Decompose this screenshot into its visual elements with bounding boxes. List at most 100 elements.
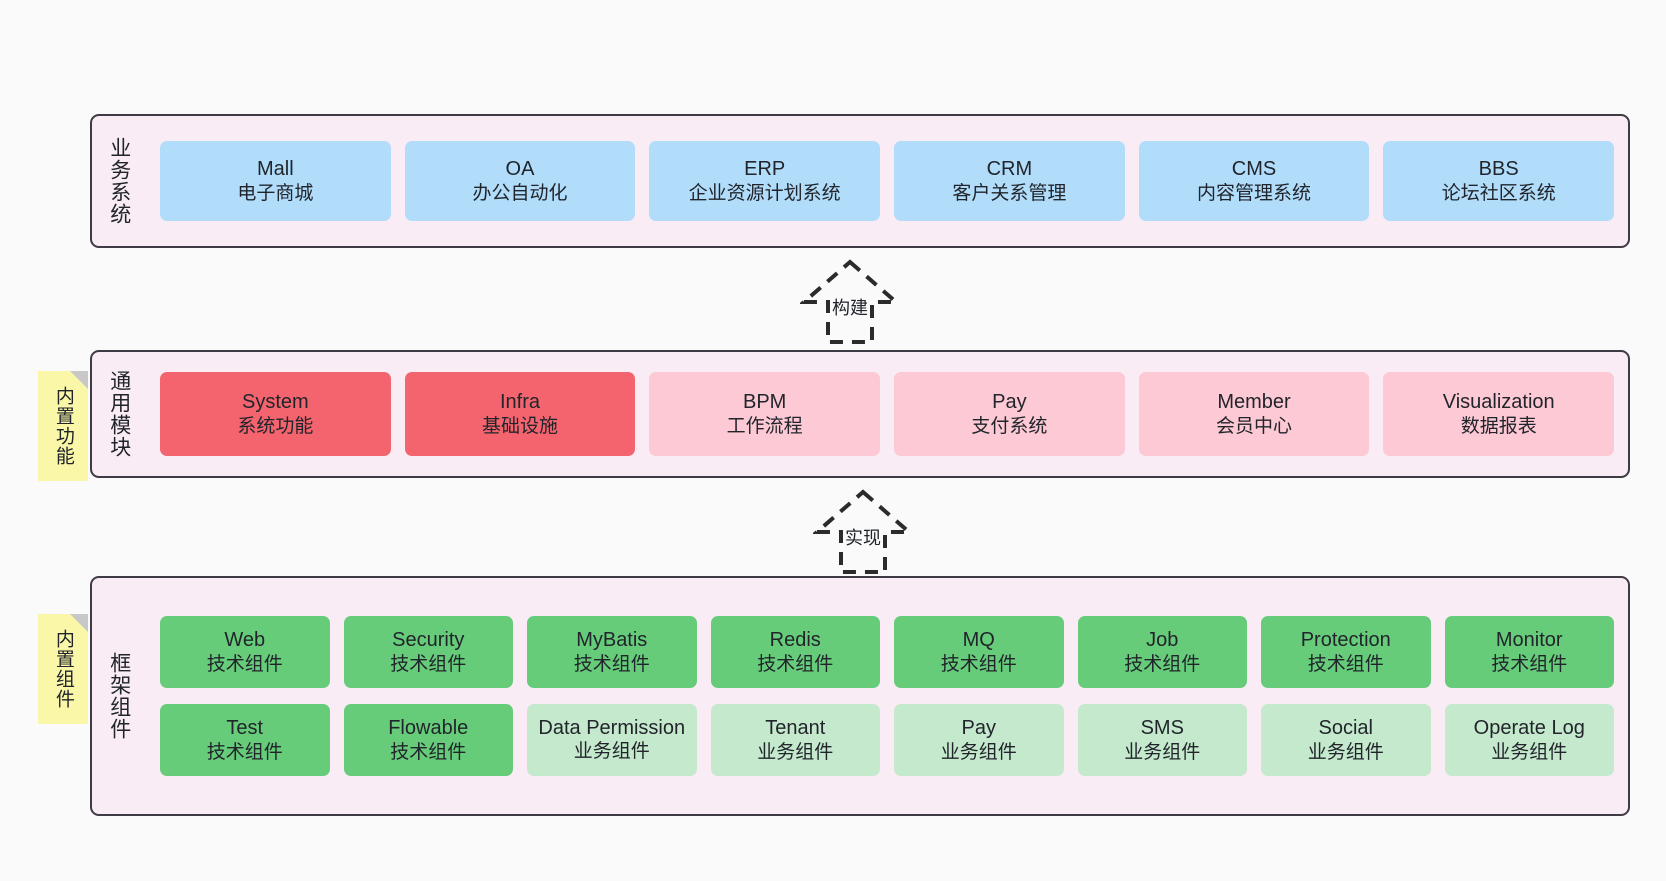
card-title-en: Web [224, 629, 266, 652]
card-data-permission[interactable]: Data Permission 业务组件 [527, 704, 697, 776]
implement-arrow-label: 实现 [845, 528, 881, 548]
card-title-cn: 业务组件 [757, 741, 834, 763]
card-bbs[interactable]: BBS 论坛社区系统 [1383, 141, 1615, 221]
card-mybatis[interactable]: MyBatis 技术组件 [527, 616, 697, 688]
card-infra[interactable]: Infra 基础设施 [404, 372, 636, 456]
card-protection[interactable]: Protection 技术组件 [1261, 616, 1431, 688]
card-erp[interactable]: ERP 企业资源计划系统 [649, 141, 881, 221]
card-title-cn: 数据报表 [1460, 415, 1537, 437]
note-label: 内置组件 [52, 629, 74, 709]
note-fold-corner-icon [70, 371, 88, 389]
card-crm[interactable]: CRM 客户关系管理 [894, 141, 1125, 221]
layer-title-framework-components: 框架组件 [107, 652, 131, 740]
note-label: 内置功能 [52, 386, 74, 466]
card-title-cn: 业务组件 [940, 741, 1017, 763]
card-title-cn: 技术组件 [206, 653, 283, 675]
card-web[interactable]: Web 技术组件 [160, 616, 330, 688]
card-cms[interactable]: CMS 内容管理系统 [1138, 141, 1370, 221]
card-title-cn: 技术组件 [757, 653, 834, 675]
card-mall[interactable]: Mall 电子商城 [160, 141, 391, 221]
layer-body-business-systems: Mall 电子商城 OA 办公自动化 ERP 企业资源计划系统 CRM 客户关系… [146, 116, 1628, 246]
card-title-en: Mall [257, 158, 294, 181]
card-title-en: Flowable [388, 717, 469, 740]
framework-row-business: Test 技术组件 Flowable 技术组件 Data Permission … [160, 704, 1614, 776]
card-title-cn: 内容管理系统 [1197, 182, 1312, 204]
card-title-cn: 支付系统 [971, 415, 1048, 437]
implement-arrow [813, 488, 913, 576]
card-title-cn: 业务组件 [1307, 741, 1384, 763]
card-title-en: CMS [1231, 158, 1277, 181]
card-job[interactable]: Job 技术组件 [1077, 616, 1247, 688]
layer-title-common-modules: 通用模块 [107, 370, 131, 458]
card-member[interactable]: Member 会员中心 [1138, 372, 1370, 456]
note-builtin-components: 内置组件 [38, 614, 88, 724]
card-title-cn: 技术组件 [573, 653, 650, 675]
card-title-en: SMS [1140, 717, 1184, 740]
card-title-cn: 电子商城 [237, 182, 314, 204]
card-title-cn: 会员中心 [1216, 415, 1293, 437]
card-title-cn: 技术组件 [1491, 653, 1568, 675]
card-title-cn: 业务组件 [1124, 741, 1201, 763]
card-title-cn: 技术组件 [390, 653, 467, 675]
card-title-cn: 技术组件 [390, 741, 467, 763]
layer-business-systems: 业务系统 Mall 电子商城 OA 办公自动化 ERP 企业资源计划系统 CRM… [90, 114, 1630, 248]
card-title-en: Monitor [1495, 629, 1563, 652]
note-fold-corner-icon [70, 614, 88, 632]
card-title-cn: 业务组件 [1491, 741, 1568, 763]
card-flowable[interactable]: Flowable 技术组件 [343, 704, 513, 776]
card-title-en: CRM [986, 158, 1033, 181]
card-title-en: OA [505, 158, 535, 181]
card-title-en: Pay [992, 391, 1027, 414]
build-arrow [800, 258, 900, 346]
note-builtin-features: 内置功能 [38, 371, 88, 481]
layer-body-framework-components: Web 技术组件 Security 技术组件 MyBatis 技术组件 Redi… [146, 578, 1628, 814]
card-bpm[interactable]: BPM 工作流程 [649, 372, 881, 456]
card-title-en: Pay [961, 717, 996, 740]
card-title-en: System [241, 391, 309, 414]
card-monitor[interactable]: Monitor 技术组件 [1444, 616, 1614, 688]
card-redis[interactable]: Redis 技术组件 [710, 616, 880, 688]
card-sms[interactable]: SMS 业务组件 [1077, 704, 1247, 776]
card-title-en: Social [1318, 717, 1373, 740]
card-tenant[interactable]: Tenant 业务组件 [710, 704, 880, 776]
card-title-en: Redis [769, 629, 821, 652]
card-title-en: Protection [1300, 629, 1391, 652]
card-title-en: BBS [1478, 158, 1519, 181]
card-visualization[interactable]: Visualization 数据报表 [1383, 372, 1615, 456]
layer-common-modules: 通用模块 System 系统功能 Infra 基础设施 BPM 工作流程 Pay… [90, 350, 1630, 478]
card-title-cn: 技术组件 [206, 741, 283, 763]
card-system[interactable]: System 系统功能 [160, 372, 391, 456]
card-operate-log[interactable]: Operate Log 业务组件 [1444, 704, 1614, 776]
card-title-cn: 基础设施 [482, 415, 559, 437]
card-title-cn: 办公自动化 [472, 182, 568, 204]
card-title-cn: 论坛社区系统 [1441, 182, 1556, 204]
card-title-cn: 技术组件 [1307, 653, 1384, 675]
card-title-en: BPM [743, 391, 787, 414]
card-title-en: Member [1217, 391, 1291, 414]
card-title-en: MyBatis [576, 629, 648, 652]
card-test[interactable]: Test 技术组件 [160, 704, 330, 776]
card-pay[interactable]: Pay 支付系统 [894, 372, 1125, 456]
card-title-cn: 客户关系管理 [952, 182, 1067, 204]
card-title-en: Tenant [765, 717, 826, 740]
card-title-en: Test [226, 717, 264, 740]
card-security[interactable]: Security 技术组件 [343, 616, 513, 688]
card-title-cn: 企业资源计划系统 [688, 182, 841, 204]
card-social[interactable]: Social 业务组件 [1261, 704, 1431, 776]
card-oa[interactable]: OA 办公自动化 [404, 141, 636, 221]
card-title-en: Operate Log [1473, 717, 1585, 740]
card-title-en: Infra [499, 391, 541, 414]
card-pay-business[interactable]: Pay 业务组件 [894, 704, 1064, 776]
card-title-en: Data Permission [538, 716, 686, 739]
card-title-cn: 业务组件 [573, 740, 650, 762]
card-title-cn: 技术组件 [940, 653, 1017, 675]
card-title-cn: 技术组件 [1124, 653, 1201, 675]
layer-title-business-systems: 业务系统 [107, 137, 131, 225]
layer-framework-components: 框架组件 Web 技术组件 Security 技术组件 MyBatis 技术组件… [90, 576, 1630, 816]
card-mq[interactable]: MQ 技术组件 [894, 616, 1064, 688]
card-title-en: Job [1146, 629, 1179, 652]
card-title-cn: 系统功能 [237, 415, 314, 437]
card-title-cn: 工作流程 [726, 415, 803, 437]
card-title-en: Security [392, 629, 465, 652]
